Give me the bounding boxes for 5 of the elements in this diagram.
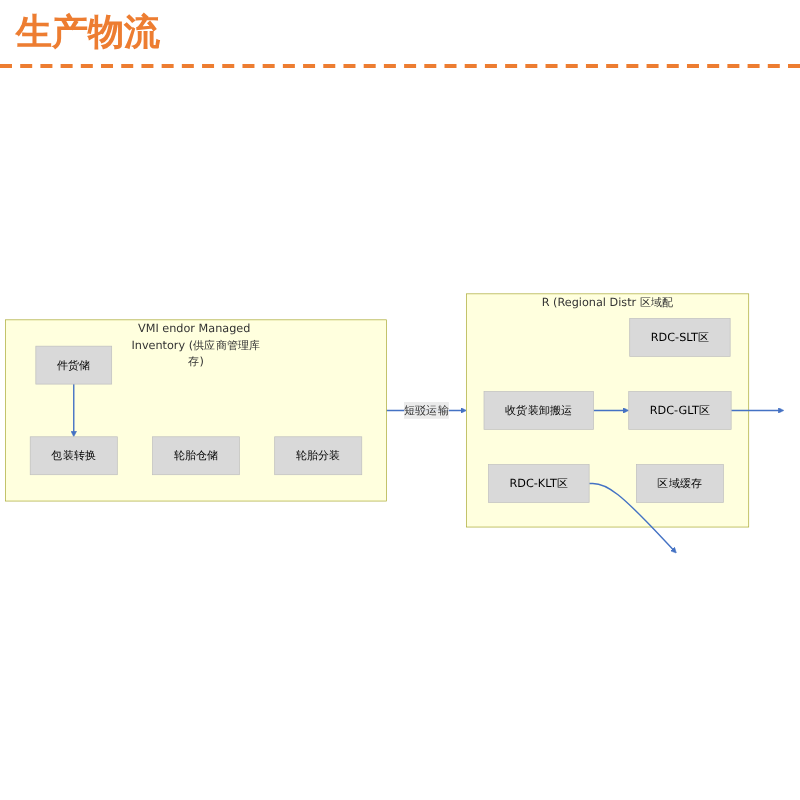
arrow [70, 383, 77, 438]
arrow [588, 482, 677, 554]
arrow [730, 407, 785, 414]
arrow [592, 407, 629, 414]
diagram-title: 生产物流 [0, 0, 800, 68]
